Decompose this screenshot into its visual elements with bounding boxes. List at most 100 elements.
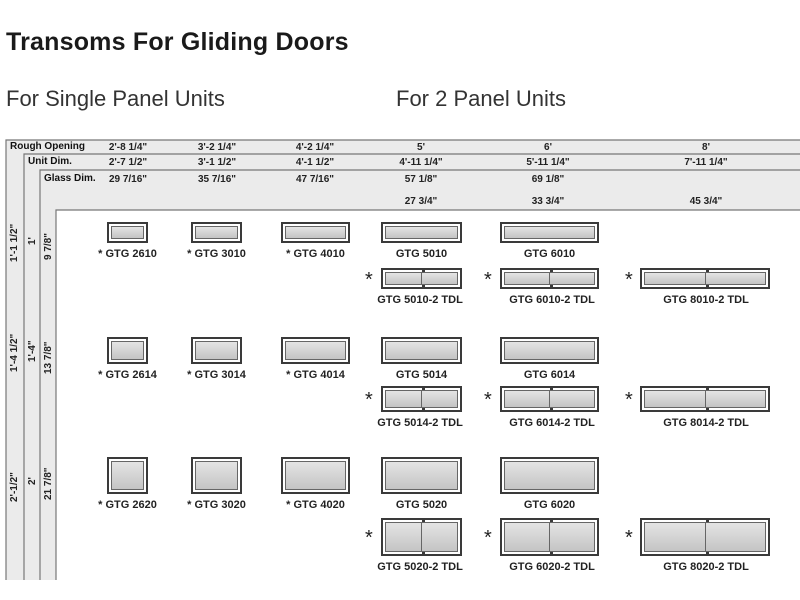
glass-pane: [385, 341, 458, 360]
glass-pane-left: [644, 390, 706, 408]
col-1-unit-value: 2'-7 1/2": [108, 157, 148, 168]
unit-model-label: GTG 6014: [523, 369, 576, 381]
unit-model-label: * GTG 2614: [98, 369, 157, 381]
glass-pane-right: [704, 522, 766, 552]
unit-model-label: GTG 6020: [523, 499, 576, 511]
col-4-glass-value: 57 1/8": [404, 174, 438, 185]
row-2-glass-value: 13 7/8": [43, 341, 54, 374]
glass-pane-left: [385, 390, 422, 408]
glass-pane-right: [549, 272, 595, 285]
glass-pane-left: [385, 272, 422, 285]
inner-frame-line: [55, 209, 800, 580]
unit-model-label: GTG 5014: [395, 369, 448, 381]
subhead-single-panel: For Single Panel Units: [6, 86, 225, 111]
glass-pane-left: [504, 272, 550, 285]
outer-frame-line: [5, 139, 800, 580]
transom-window-single: [381, 457, 462, 494]
transom-window-single: [191, 337, 242, 364]
glass-pane: [285, 341, 346, 360]
transom-window-single: [107, 337, 148, 364]
row-2-unit-value: 1'-4": [27, 340, 38, 362]
col-6-unit-value: 7'-11 1/4": [684, 157, 728, 168]
glass-pane: [504, 461, 595, 490]
asterisk-marker: *: [365, 389, 373, 411]
glass-pane-right: [549, 522, 595, 552]
unit-model-label: GTG 6010-2 TDL: [509, 294, 595, 306]
unit-model-label: * GTG 4014: [286, 369, 345, 381]
glass-pane: [504, 341, 595, 360]
transom-window-single: [281, 457, 350, 494]
glass-pane-left: [644, 272, 706, 285]
unit-dim-band: [24, 154, 800, 170]
glass-pane-left: [504, 522, 550, 552]
col-1-glass-value: 29 7/16": [108, 174, 148, 185]
row-1-unit-value: 1': [27, 237, 38, 245]
asterisk-marker: *: [484, 527, 492, 549]
col-5-rough-value: 6': [544, 142, 552, 153]
rough-opening-label: Rough Opening: [10, 141, 85, 152]
unit-model-label: GTG 5020-2 TDL: [377, 561, 463, 573]
glass-pane-right: [421, 522, 458, 552]
asterisk-marker: *: [484, 268, 492, 291]
glass-pane-left: [504, 390, 550, 408]
unit-model-label: * GTG 3014: [187, 369, 246, 381]
col-2-glass-value: 35 7/16": [197, 174, 237, 185]
unit-model-label: GTG 5010: [395, 248, 448, 260]
unit-model-label: * GTG 2620: [98, 499, 157, 511]
transom-window-tdl: [500, 386, 599, 412]
col-4-rough-value: 5': [417, 142, 425, 153]
transom-window-tdl: [381, 518, 462, 556]
row-1-glass-value: 9 7/8": [43, 233, 54, 260]
unit-model-label: GTG 8020-2 TDL: [663, 561, 749, 573]
glass-pane: [111, 341, 144, 360]
col-5-glass-value: 69 1/8": [531, 174, 565, 185]
glass-pane: [504, 226, 595, 239]
row-3-unit-value: 2': [27, 477, 38, 485]
col-2-unit-value: 3'-1 1/2": [197, 157, 237, 168]
glass-pane: [111, 226, 144, 239]
col-1-rough-value: 2'-8 1/4": [108, 142, 148, 153]
unit-model-label: GTG 6020-2 TDL: [509, 561, 595, 573]
glass-pane: [385, 461, 458, 490]
glass-pane-left: [385, 522, 422, 552]
transom-window-tdl: [500, 268, 599, 289]
glass-pane-right: [704, 272, 766, 285]
glass-dim-vband: [40, 170, 56, 580]
unit-model-label: GTG 5010-2 TDL: [377, 294, 463, 306]
glass-pane-right: [421, 272, 458, 285]
transom-window-single: [500, 222, 599, 243]
transom-window-tdl: [381, 386, 462, 412]
transom-window-single: [500, 457, 599, 494]
rough-opening-vband: [6, 140, 24, 580]
transom-window-tdl: [640, 268, 770, 289]
glass-frame-line: [39, 169, 800, 580]
unit-model-label: * GTG 2610: [98, 248, 157, 260]
unit-model-label: GTG 5014-2 TDL: [377, 417, 463, 429]
col-5-unit-value: 5'-11 1/4": [526, 157, 570, 168]
unit-model-label: * GTG 4010: [286, 248, 345, 260]
glass-pane-right: [421, 390, 458, 408]
subhead-two-panel: For 2 Panel Units: [396, 86, 566, 111]
asterisk-marker: *: [625, 268, 633, 291]
glass-pane-left: [644, 522, 706, 552]
transom-window-tdl: [500, 518, 599, 556]
row-2-rough-value: 1'-4 1/2": [9, 333, 20, 372]
transom-window-single: [107, 222, 148, 243]
col-6-rough-value: 8': [702, 142, 710, 153]
transom-window-single: [500, 337, 599, 364]
transom-window-single: [191, 222, 242, 243]
row-3-glass-value: 21 7/8": [43, 467, 54, 500]
col-6-tdl-glass-value: 45 3/4": [689, 196, 723, 207]
asterisk-marker: *: [484, 389, 492, 411]
glass-pane-right: [704, 390, 766, 408]
glass-pane: [111, 461, 144, 490]
col-5-tdl-glass-value: 33 3/4": [531, 196, 565, 207]
glass-dim-band: [40, 170, 800, 210]
row-3-rough-value: 2'-1/2": [9, 472, 20, 502]
transom-window-tdl: [640, 386, 770, 412]
row-1-rough-value: 1'-1 1/2": [9, 223, 20, 262]
transom-window-single: [191, 457, 242, 494]
unit-model-label: GTG 5020: [395, 499, 448, 511]
unit-model-label: GTG 6010: [523, 248, 576, 260]
